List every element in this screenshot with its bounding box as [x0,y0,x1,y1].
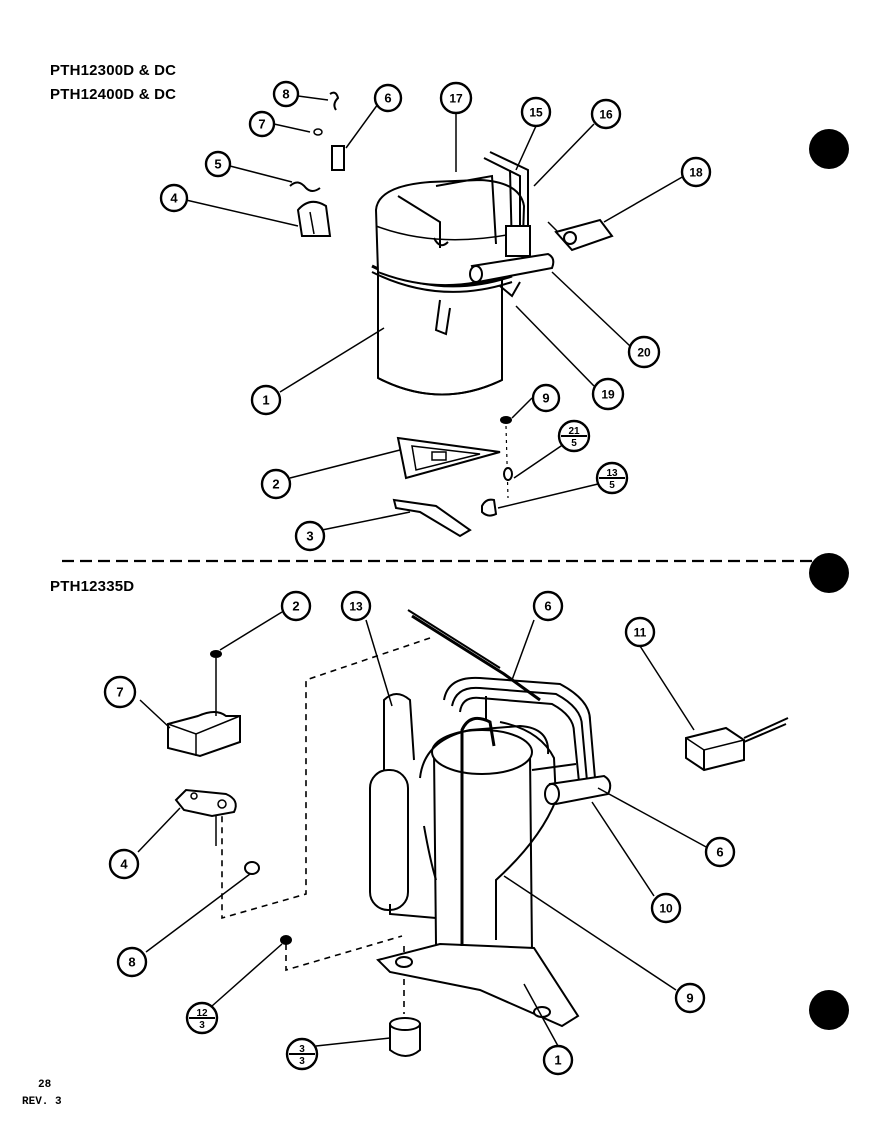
model-title-line-2: PTH12400D & DC [50,86,177,103]
punch-hole-top [809,129,849,169]
callout-numerator-f3: 3 [299,1044,305,1055]
callout-denominator-f13: 5 [609,480,615,491]
callout-circle-c2 [260,468,292,500]
callout-label-c3: 3 [306,529,313,544]
callout-label-c9: 9 [542,391,549,406]
callout-circle-b6b [704,836,736,868]
callout-circle-b11 [624,616,656,648]
callout-circle-c16 [590,98,622,130]
callout-label-c15: 15 [529,106,543,120]
callout-numerator-f13: 13 [606,468,618,479]
callout-denominator-f21: 5 [571,438,577,449]
top-leader-lines [185,95,685,531]
callout-circle-c19 [591,377,625,411]
callout-label-b1: 1 [554,1053,561,1068]
callout-label-b11: 11 [634,626,647,640]
callout-label-b13: 13 [349,600,363,614]
callout-circle-c18 [680,156,712,188]
page-number: 28 [38,1079,52,1091]
callout-label-c2: 2 [272,477,279,492]
callout-circle-c8 [272,80,300,108]
callout-label-c8: 8 [282,87,289,102]
callout-circle-c5 [204,150,232,178]
bottom-leader-lines [137,611,709,1047]
callout-circle-b13 [340,590,372,622]
callout-circle-b10 [650,892,682,924]
callout-label-c7: 7 [258,117,265,132]
callout-circle-b7 [103,675,137,709]
callout-denominator-f12: 3 [199,1020,205,1031]
callout-circle-c15 [520,96,552,128]
callout-label-b6b: 6 [716,845,723,860]
callout-label-c4: 4 [170,191,178,206]
callout-label-c17: 17 [449,92,463,106]
callout-label-b8: 8 [128,955,135,970]
callout-label-c16: 16 [599,108,613,122]
callout-circle-c6 [373,83,403,113]
callout-circle-b4 [108,848,140,880]
callout-circle-b6a [532,590,564,622]
callout-label-c1: 1 [262,393,269,408]
callout-circle-c7 [248,110,276,138]
callout-circle-b1 [542,1044,574,1076]
callout-label-c6: 6 [384,91,391,106]
callout-circle-b9 [674,982,706,1014]
callout-circle-c9 [531,383,561,413]
callout-label-b9: 9 [686,991,693,1006]
callout-numerator-f12: 12 [196,1008,208,1019]
bottom-compressor-assembly [167,609,789,1057]
revision-label: REV. 3 [22,1096,62,1108]
punch-hole-middle [809,553,849,593]
callout-label-b7: 7 [116,685,123,700]
callout-circle-c1 [250,384,282,416]
model-title-line-1: PTH12300D & DC [50,62,177,79]
callout-label-b6a: 6 [544,599,551,614]
top-compressor-assembly [289,91,614,538]
callout-label-b10: 10 [659,902,673,916]
punch-hole-bottom [809,990,849,1030]
callout-label-c19: 19 [601,388,615,402]
model-title-bottom: PTH12335D [50,578,135,595]
callout-label-c20: 20 [637,346,651,360]
callout-label-b2: 2 [292,599,299,614]
callout-circle-c17 [439,81,473,115]
callout-circle-b2 [280,590,312,622]
callout-circle-c20 [627,335,661,369]
callout-circle-c4 [159,183,189,213]
callout-circle-c3 [294,520,326,552]
callout-numerator-f21: 21 [568,426,580,437]
callout-label-c5: 5 [214,157,221,172]
callout-label-b4: 4 [120,857,128,872]
callout-label-c18: 18 [689,166,703,180]
callout-circle-b8 [116,946,148,978]
callout-denominator-f3: 3 [299,1056,305,1067]
